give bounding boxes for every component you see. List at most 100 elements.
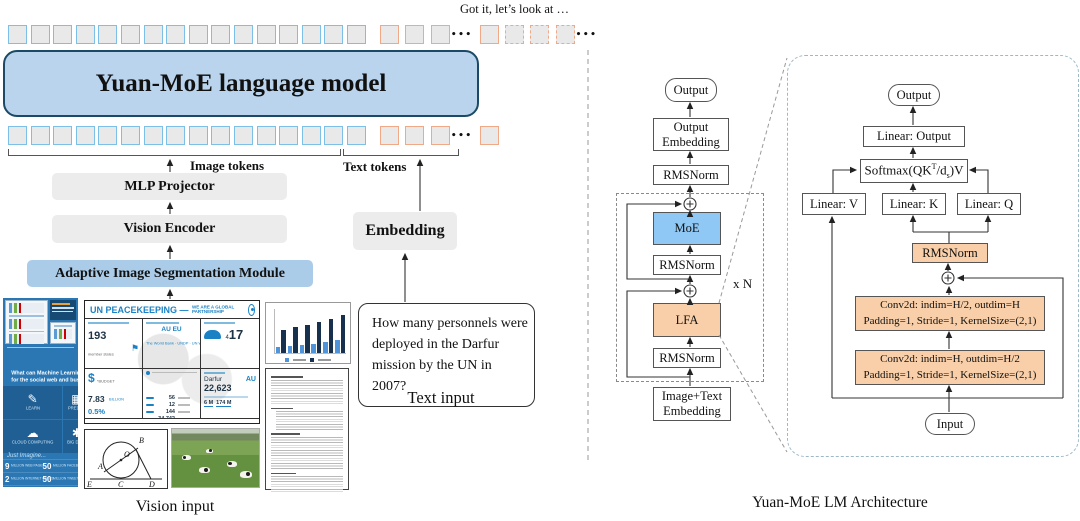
text-token	[430, 126, 450, 145]
un-peacekeeping-infographic: UN PEACEKEEPING — WE ARE A GLOBAL PARTNE…	[84, 300, 260, 424]
ml-just-imagine: Just Imagine...	[7, 453, 47, 459]
linear-k-box: Linear: K	[882, 193, 946, 215]
image-token	[188, 126, 208, 145]
geo-label-B: B	[139, 436, 144, 445]
bar	[311, 343, 316, 353]
mini-bar-chart-plot	[274, 309, 346, 354]
screenshot-caption-block	[49, 300, 76, 320]
bar	[287, 345, 293, 353]
bar	[340, 315, 346, 353]
image-token	[75, 25, 95, 44]
softmax-box: Softmax(QKT/ds)V	[860, 159, 968, 183]
image-token	[279, 25, 299, 44]
image-token	[256, 25, 276, 44]
ml-title-line: What can Machine Learning do	[11, 370, 78, 377]
image-token	[346, 126, 366, 145]
text-tokens-bracket	[343, 149, 459, 156]
un-table: 561214434,74230284	[146, 395, 197, 418]
question-line: mission by the UN in 2007?	[372, 358, 492, 394]
ml-topic-cell: ✎LEARN	[3, 386, 63, 419]
ml-topic-cell: ✱BIG DATA	[63, 420, 78, 453]
image-token	[324, 126, 344, 145]
rmsnorm-box: RMSNorm	[912, 243, 988, 263]
geometry-figure-image: O A B C D E	[84, 429, 168, 489]
rmsnorm-box: RMSNorm	[653, 255, 721, 275]
ml-infographic-image: What can Machine Learning do for the soc…	[3, 298, 78, 487]
image-token	[233, 25, 253, 44]
lfa-detail-dashed-box	[787, 55, 1079, 457]
mlp-projector-box: MLP Projector	[52, 173, 287, 200]
un-cell-partners: AU EU The World Bank · UNDP · UN WOMEN	[143, 318, 201, 369]
helmet-icon	[204, 329, 221, 339]
language-model-box: Yuan-MoE language model	[3, 50, 479, 117]
image-token	[8, 25, 27, 44]
assistant-response-text: Got it, let’s look at …	[460, 2, 570, 16]
image-token	[98, 126, 118, 145]
geo-label-E: E	[86, 480, 92, 488]
image-token	[211, 25, 231, 44]
image-token	[301, 126, 321, 145]
token-row-top: ••••••	[8, 25, 598, 44]
bar	[305, 324, 310, 353]
text-token	[405, 126, 425, 145]
image-token	[166, 25, 186, 44]
image-tokens-bracket	[8, 149, 341, 156]
ml-stat-row: 1TRILLION VIDEOS WATCHED	[3, 485, 41, 487]
ml-stat-row: 200MILLION BLOGS	[40, 485, 78, 487]
bar	[323, 342, 328, 353]
un-subtitle: WE ARE A GLOBAL PARTNERSHIP	[191, 305, 234, 315]
linear-output-box: Linear: Output	[863, 126, 965, 147]
big-data-icon: ✱	[71, 426, 78, 440]
image-token	[98, 25, 118, 44]
rmsnorm-box: RMSNorm	[653, 165, 729, 185]
image-token	[53, 126, 73, 145]
un-cell-budget-personnel: $ *BUDGET 7.83 BILLION 0.5% 118,111 TOTA…	[85, 368, 143, 419]
detail-input-pill: Input	[925, 413, 975, 435]
stack-output-pill: Output	[665, 78, 717, 102]
rmsnorm-box: RMSNorm	[653, 348, 721, 368]
linear-q-box: Linear: Q	[957, 193, 1021, 215]
image-token	[30, 25, 50, 44]
paper-page-image	[265, 368, 349, 493]
legend-swatch-dark	[310, 357, 314, 362]
ml-title-line: for the social web and business?	[11, 377, 78, 384]
bar	[281, 330, 286, 353]
image-token	[120, 25, 140, 44]
un-equipment-row: 56	[146, 395, 197, 402]
bar	[316, 322, 322, 353]
bar	[275, 346, 281, 353]
image-token	[143, 25, 163, 44]
image-text-embedding-box: Image+Text Embedding	[653, 387, 731, 421]
token-row-bottom: •••	[8, 126, 499, 145]
bar	[299, 345, 305, 353]
geo-label-C: C	[118, 480, 124, 488]
un-equipment-row: 34,742	[146, 416, 197, 418]
un-cell-helmet: 417	[201, 319, 259, 369]
adaptive-segmentation-box: Adaptive Image Segmentation Module	[27, 260, 313, 287]
dashboard-screenshot	[5, 300, 48, 344]
image-token	[301, 25, 321, 44]
geo-label-D: D	[148, 480, 155, 488]
question-line: deployed in the Darfur	[372, 337, 500, 352]
ellipsis: •••	[450, 29, 473, 40]
bar	[328, 318, 334, 353]
text-token	[405, 25, 425, 44]
flag-icon: ⚑	[130, 343, 139, 354]
vision-encoder-box: Vision Encoder	[52, 215, 287, 243]
right-panel-caption: Yuan-MoE LM Architecture	[752, 494, 928, 511]
text-input-caption: Text input	[407, 388, 475, 407]
cloud-computing-icon: ☁	[26, 426, 39, 440]
image-token	[233, 126, 253, 145]
image-token	[143, 126, 163, 145]
text-token	[430, 25, 450, 44]
image-token	[211, 126, 231, 145]
image-token	[8, 126, 27, 145]
text-token	[479, 25, 499, 44]
ml-icon-grid: ✎LEARN▦PREDICT☁CLOUD COMPUTING✱BIG DATA	[3, 386, 78, 453]
